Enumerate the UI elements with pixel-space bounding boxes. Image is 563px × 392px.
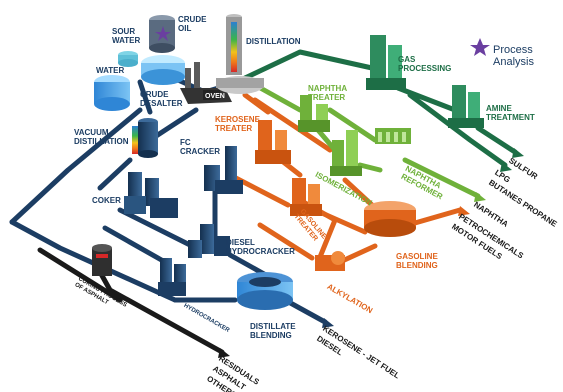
pipe-coker-to-hc bbox=[102, 225, 168, 265]
pipe-vacuum-to-coker bbox=[97, 157, 133, 191]
label-coker: COKER bbox=[92, 196, 121, 205]
arrow-lpg bbox=[500, 162, 512, 172]
pipe-left-to-hydrocracker bbox=[9, 219, 178, 303]
label-diesel-hydrocracker: DIESEL HYDROCRACKER bbox=[226, 238, 295, 256]
label-distillate-blending: DISTILLATE BLENDING bbox=[250, 322, 296, 340]
light-green-pipes bbox=[252, 82, 481, 199]
coking-process-unit bbox=[92, 244, 112, 276]
label-gas-processing: GAS PROCESSING bbox=[398, 55, 452, 73]
crude-desalter-tank bbox=[141, 55, 185, 85]
label-distillation: DISTILLATION bbox=[246, 37, 301, 46]
hydrocracker-unit bbox=[158, 258, 186, 296]
orange-pipes bbox=[227, 92, 463, 265]
pipe-amine-out bbox=[475, 125, 518, 155]
distillation-column bbox=[216, 14, 264, 94]
pipe-naphtha-to-reformer bbox=[327, 107, 378, 143]
vacuum-distillation-column bbox=[132, 118, 158, 158]
pipe-distillation-to-gas-treater bbox=[252, 97, 333, 153]
pipe-blend-out bbox=[405, 207, 463, 228]
label-naphtha-treater: NAPHTHA TREATER bbox=[308, 84, 348, 102]
legend-label-line2: Analysis bbox=[493, 56, 534, 68]
water-tank bbox=[94, 75, 130, 111]
pipe-distillate-out bbox=[282, 297, 328, 325]
arrow-distillate bbox=[322, 318, 334, 328]
label-amine-treatment: AMINE TREATMENT bbox=[486, 104, 535, 122]
label-crude-desalter: CRUDE DESALTER bbox=[140, 90, 183, 108]
star-legend-icon bbox=[470, 38, 490, 56]
amine-treatment-unit bbox=[448, 85, 484, 128]
process-analysis-stars bbox=[155, 26, 490, 56]
legend-label: Process Analysis bbox=[493, 44, 534, 68]
pipe-dist-to-gas-proc bbox=[242, 49, 375, 81]
naphtha-treater-unit bbox=[298, 95, 330, 132]
fc-cracker-unit bbox=[204, 146, 243, 194]
isomerization-unit bbox=[330, 130, 362, 176]
arrow-naphtha bbox=[474, 192, 486, 202]
label-kerosene-treater: KEROSENE TREATER bbox=[215, 115, 260, 133]
oven-furnace bbox=[180, 62, 232, 104]
pipe-iso-to-blend bbox=[342, 177, 375, 208]
sour-water-tank bbox=[118, 51, 138, 67]
gasoline-treater-unit bbox=[290, 178, 322, 216]
pipe-coker-to-diesel bbox=[117, 207, 203, 253]
label-water: WATER bbox=[96, 66, 125, 75]
naphtha-reformer-unit bbox=[375, 128, 411, 144]
star-crude-oil bbox=[155, 26, 171, 41]
label-sour-water: SOUR WATER bbox=[112, 27, 141, 45]
pipe-coking-out bbox=[97, 269, 225, 355]
pipe-iso-to-reformer bbox=[357, 162, 383, 173]
pipe-gas-out-lpg bbox=[407, 92, 508, 168]
coker-unit bbox=[124, 172, 178, 218]
gasoline-blending-tank bbox=[364, 201, 416, 237]
pipe-vacuum-left-trunk bbox=[9, 107, 143, 225]
crude-oil-tank bbox=[149, 15, 175, 53]
arrow-sulfur bbox=[512, 148, 524, 158]
arrow-residuals bbox=[218, 348, 230, 358]
arrow-petro bbox=[458, 206, 470, 216]
gas-processing-unit bbox=[366, 35, 406, 90]
pipe-residuals bbox=[37, 247, 123, 303]
pipe-gas-to-amine bbox=[395, 85, 458, 113]
pipe-desalter-to-vacuum bbox=[137, 79, 153, 115]
outlet-arrows bbox=[218, 148, 524, 358]
legend-label-line1: Process bbox=[493, 44, 533, 56]
black-pipes bbox=[37, 247, 225, 355]
dark-green-pipes bbox=[242, 49, 518, 168]
label-gasoline-blending: GASOLINE BLENDING bbox=[396, 252, 438, 270]
label-fc-cracker: FC CRACKER bbox=[180, 138, 220, 156]
pipe-to-alky bbox=[257, 222, 315, 261]
pipe-reformer-to-naphtha-out bbox=[402, 157, 481, 199]
alkylation-unit bbox=[315, 251, 345, 271]
kerosene-treater-unit bbox=[255, 120, 291, 164]
label-vacuum-distillation: VACUUM DISTILLATION bbox=[74, 128, 129, 146]
pipe-alky-to-blend bbox=[337, 243, 378, 265]
diesel-hydrocracker-unit bbox=[188, 224, 230, 258]
label-crude-oil: CRUDE OIL bbox=[178, 15, 207, 33]
label-oven: OVEN bbox=[205, 93, 225, 100]
pipe-dist-to-naphtha bbox=[252, 82, 303, 113]
distillate-blending-tank bbox=[237, 272, 293, 310]
